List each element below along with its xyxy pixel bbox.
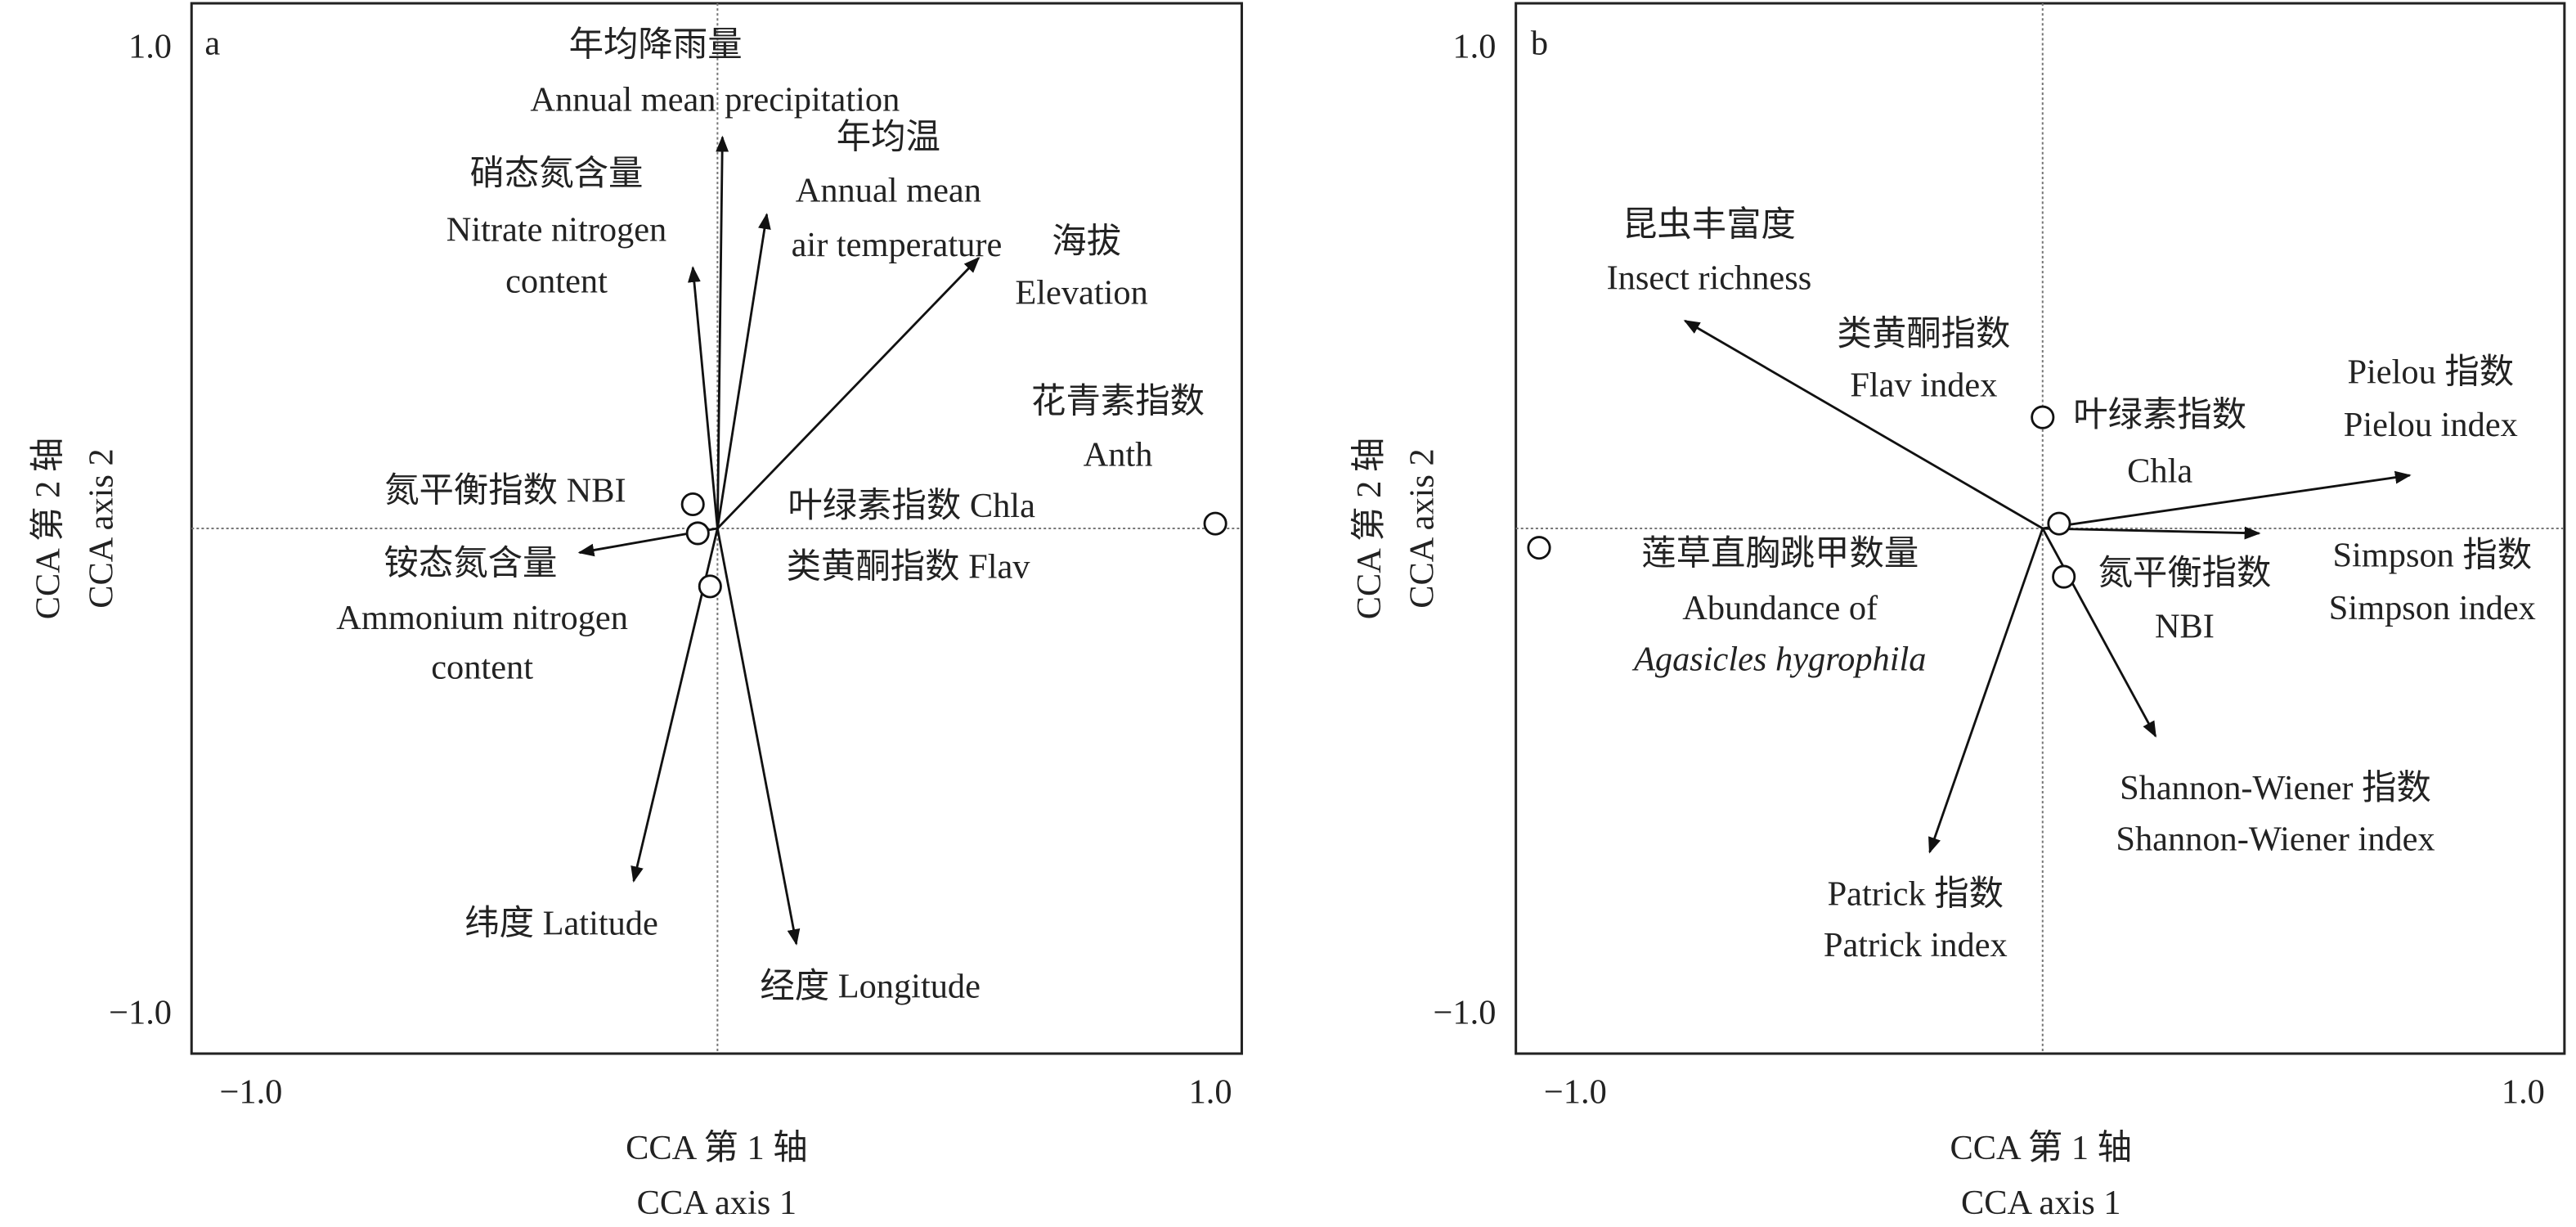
label-nbi-en: NBI [2155,607,2215,645]
y-tick-label: −1.0 [1434,994,1497,1032]
label-temp-cn: 年均温 [837,119,940,157]
x-axis-label-cn: CCA 第 1 轴 [1950,1129,2133,1167]
arrow-pielou [2042,470,2412,530]
label-flav: 类黄酮指数 Flav [787,548,1031,587]
point-flav [698,574,722,599]
panel-b: b 1.0 −1.0 −1.0 1.0 CCA 第 1 轴 CCA axis 1… [1350,2,2566,1222]
label-elevation-en: Elevation [1015,273,1147,312]
x-tick-label: −1.0 [1544,1073,1607,1112]
label-nitrate-cn: 硝态氮含量 [470,155,644,193]
label-nitrate-en2: content [505,262,608,300]
label-simpson-cn: Simpson 指数 [2332,536,2532,574]
label-ammonium-cn: 铵态氮含量 [384,545,558,583]
label-ammonium-en2: content [431,649,533,687]
arrow-shannon [2041,528,2157,738]
label-temp-en2: air temperature [792,226,1003,264]
label-chla-cn: 叶绿素指数 [2073,396,2246,434]
label-anth-en: Anth [1084,435,1153,474]
label-chla: 叶绿素指数 Chla [788,487,1035,525]
x-axis-label-cn: CCA 第 1 轴 [626,1129,808,1167]
y-axis-label-en: CCA axis 2 [82,448,120,608]
plot-frame [1515,2,2566,1055]
arrow-longitude [716,528,801,946]
label-temp-en1: Annual mean [796,171,981,209]
arrow-temp [716,213,771,529]
arrow-simpson [2042,526,2261,540]
label-precip-en: Annual mean precipitation [530,80,900,119]
label-insect-en: Insect richness [1607,258,1812,297]
x-tick-label: −1.0 [219,1073,282,1112]
label-latitude: 纬度 Latitude [464,905,658,943]
x-tick-label: 1.0 [1189,1073,1232,1112]
label-pielou-en: Pielou index [2344,406,2518,444]
y-axis-label-cn: CCA 第 2 轴 [29,438,68,619]
label-longitude: 经度 Longitude [760,967,981,1005]
point-agasicles [1527,536,1551,560]
y-tick-label: 1.0 [128,28,172,66]
label-patrick-en: Patrick index [1824,926,2008,964]
arrow-patrick [1928,528,2044,854]
x-axis-label-en: CCA axis 1 [637,1184,797,1222]
point-chla [685,521,710,546]
label-flav-cn: 类黄酮指数 [1837,315,2010,353]
label-agasicles-en1: Abundance of [1682,589,1878,627]
label-shannon-cn: Shannon-Wiener 指数 [2120,769,2431,807]
panel-letter: a [204,25,220,63]
y-axis-label-cn: CCA 第 2 轴 [1350,438,1389,619]
label-patrick-cn: Patrick 指数 [1828,874,2004,913]
arrow-precip [716,135,729,529]
label-agasicles-en2: Agasicles hygrophila [1631,640,1926,679]
label-pielou-cn: Pielou 指数 [2347,353,2514,391]
y-axis-label-en: CCA axis 2 [1403,448,1442,608]
arrow-insect [1683,319,2044,530]
label-flav-en: Flav index [1850,366,1997,405]
label-anth-cn: 花青素指数 [1031,383,1205,421]
x-axis-label-en: CCA axis 1 [1961,1184,2120,1222]
point-chla [2031,405,2055,429]
label-shannon-en: Shannon-Wiener index [2116,820,2435,859]
point-flav [2047,511,2071,536]
y-tick-label: 1.0 [1452,28,1496,66]
label-nbi-cn: 氮平衡指数 [2098,555,2271,593]
label-simpson-en: Simpson index [2329,589,2536,627]
point-nbi [2052,564,2076,589]
point-nbi [680,492,705,517]
panel-a: a 1.0 −1.0 −1.0 1.0 CCA 第 1 轴 CCA axis 1… [29,2,1243,1222]
label-nitrate-en1: Nitrate nitrogen [447,211,666,249]
arrow-elevation [716,256,981,530]
label-chla-en: Chla [2127,452,2192,491]
y-tick-label: −1.0 [109,994,172,1032]
x-tick-label: 1.0 [2502,1073,2545,1112]
label-nbi: 氮平衡指数 NBI [384,472,626,510]
label-agasicles-cn: 莲草直胸跳甲数量 [1641,534,1919,573]
point-anth [1203,511,1227,536]
panel-letter: b [1531,25,1548,63]
label-precip-cn: 年均降雨量 [569,26,743,65]
label-ammonium-en1: Ammonium nitrogen [336,599,628,637]
label-insect-cn: 昆虫丰富度 [1622,206,1796,245]
arrow-nitrate [688,266,719,529]
label-elevation-cn: 海拔 [1052,222,1121,261]
